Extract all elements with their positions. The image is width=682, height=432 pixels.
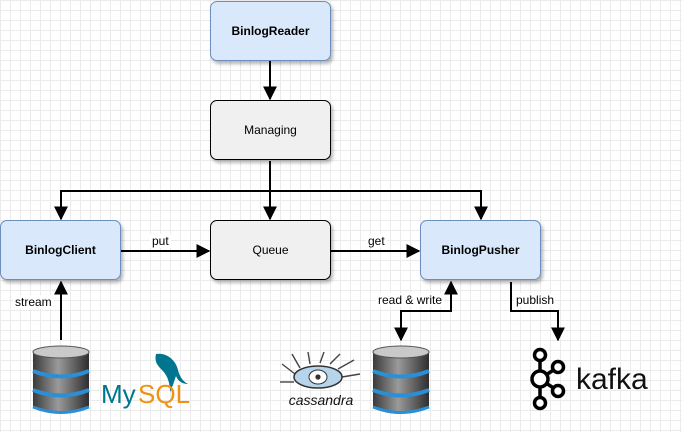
binlog-client-label: BinlogClient [25, 243, 96, 257]
mysql-logo: My SQL [101, 353, 190, 409]
managing-label: Managing [244, 123, 297, 137]
binlog-pusher-label: BinlogPusher [441, 243, 520, 257]
binlog-client-node: BinlogClient [0, 220, 121, 280]
kafka-logo-text: kafka [576, 363, 648, 396]
queue-node: Queue [210, 220, 331, 280]
binlog-reader-label: BinlogReader [231, 24, 310, 38]
binlog-pusher-node: BinlogPusher [420, 220, 541, 280]
read-write-label: read & write [376, 293, 445, 307]
binlog-reader-node: BinlogReader [210, 1, 331, 61]
mysql-logo-text-sql: SQL [138, 379, 190, 409]
stream-label: stream [13, 295, 54, 309]
edge-pusher-kafka [510, 282, 565, 342]
mysql-logo-text-my: My [101, 379, 136, 409]
queue-label: Queue [252, 243, 289, 257]
kafka-logo: kafka [530, 347, 648, 411]
publish-label: publish [514, 293, 557, 307]
database-icon [372, 345, 430, 414]
cassandra-logo: cassandra [280, 352, 361, 408]
put-label: put [150, 234, 171, 248]
edge-managing-client [54, 190, 270, 221]
managing-node: Managing [210, 100, 331, 160]
database-icon [32, 345, 90, 414]
cassandra-logo-text: cassandra [289, 392, 354, 408]
get-label: get [366, 234, 387, 248]
edge-pusher-cassandra [394, 280, 458, 342]
edge-managing-pusher [270, 190, 488, 221]
